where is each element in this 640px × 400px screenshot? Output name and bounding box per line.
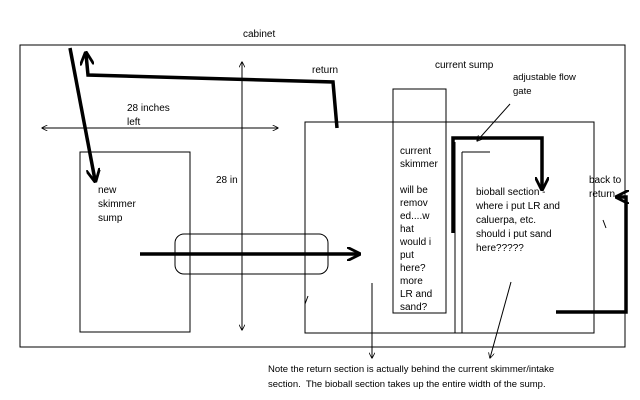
- pointer-adjustable-flow-gate: [477, 103, 511, 141]
- cabinet-label: cabinet: [243, 29, 276, 40]
- current-skimmer-label: current skimmer will be remov ed....w ha…: [400, 146, 438, 313]
- current-skimmer-compartment: [392, 88, 447, 314]
- flow-arrow-over-flow-gate: [451, 136, 542, 233]
- flow-arrow-back-to-return: [556, 197, 626, 314]
- current-sump-outline: [304, 121, 595, 334]
- pointer-bioball-section: [490, 281, 512, 358]
- adjustable-flow-gate-label: adjustable flow gate: [513, 72, 576, 97]
- new-skimmer-sump-label: new skimmer sump: [98, 185, 136, 224]
- width-dimension-label: 28 inches left: [127, 103, 170, 128]
- bioball-section-label: bioball section - where i put LR and cal…: [476, 187, 560, 254]
- flow-arrow-into-new-sump: [68, 47, 95, 180]
- tick-mark: [602, 219, 607, 229]
- return-label: return: [312, 65, 339, 76]
- flow-arrow-return-top: [86, 54, 339, 129]
- height-dimension-label: 28 in: [216, 175, 238, 186]
- tick-mark: [304, 295, 309, 305]
- back-to-return-label: back to return: [589, 175, 622, 200]
- note-text: Note the return section is actually behi…: [268, 364, 555, 390]
- current-sump-label: current sump: [435, 60, 494, 71]
- new-skimmer-sump-box: [79, 151, 191, 333]
